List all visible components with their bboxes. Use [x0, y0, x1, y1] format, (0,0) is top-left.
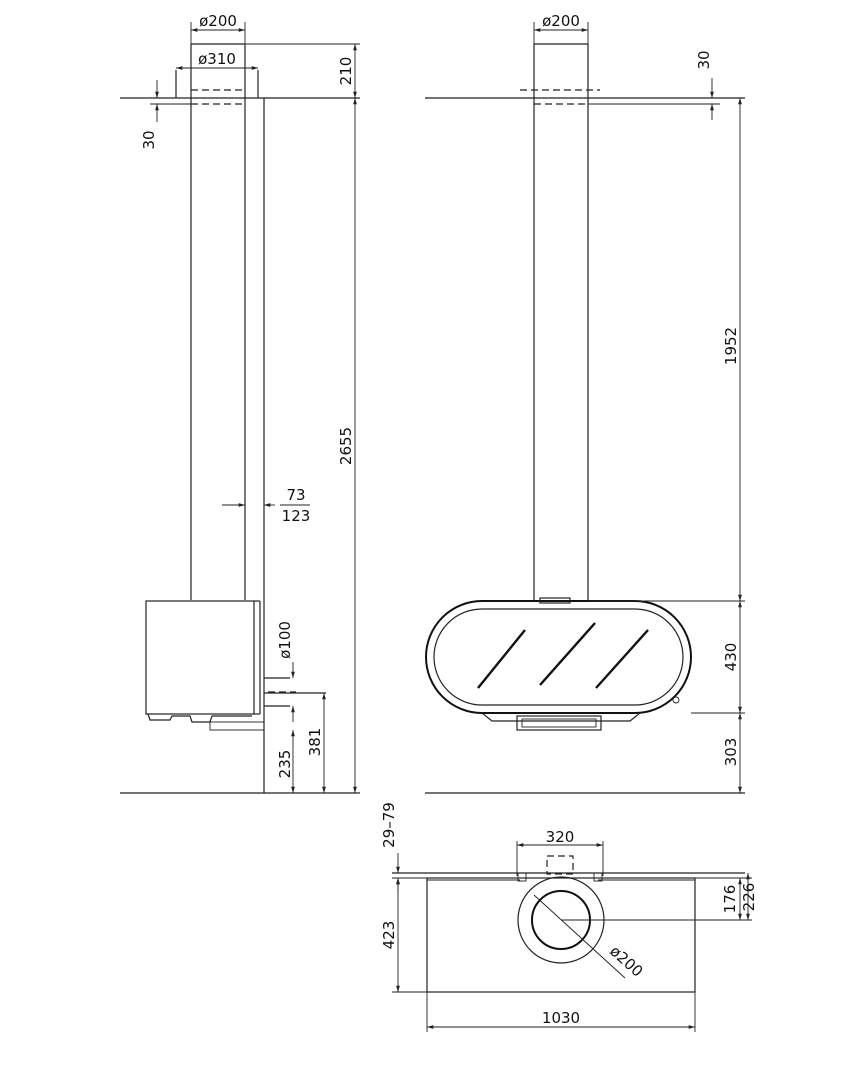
- side-dim-ceiling-gap: 30: [140, 80, 191, 150]
- side-flue-pipe: [190, 43, 246, 600]
- side-dim-wall-offset: 73 123: [222, 486, 310, 525]
- side-dim-outlet-lower: 235: [276, 730, 295, 793]
- glass-reflection-3: [595, 629, 649, 689]
- top-dim-total-width-label: 1030: [542, 1009, 580, 1027]
- front-dim-flue-diameter: ø200: [533, 12, 589, 44]
- glass-reflection-1: [477, 629, 526, 689]
- side-dim-collar-diameter: ø310: [176, 50, 258, 70]
- top-stove-body: [426, 877, 696, 993]
- front-dim-ceiling-gap-label: 30: [695, 50, 713, 69]
- top-dim-wall-gap-label: 29–79: [380, 802, 398, 848]
- top-dim-depth-label: 423: [380, 921, 398, 950]
- side-dim-total-height: 2655: [337, 98, 357, 793]
- top-dim-pipe-offset-outer: 226: [740, 883, 758, 912]
- front-dim-flue-length: 1952: [588, 98, 745, 602]
- side-dim-wall-offset-outer: 123: [282, 507, 311, 525]
- side-collar: [175, 70, 259, 98]
- side-dim-top-height-label: 210: [337, 57, 355, 86]
- side-dim-total-height-label: 2655: [337, 427, 355, 465]
- side-dim-ceiling-gap-label: 30: [140, 130, 158, 149]
- side-dim-top-height: 210: [245, 43, 360, 98]
- top-view: 320 29–79 423 176 226 ø200: [380, 802, 758, 1032]
- top-flue-pipe: [517, 876, 700, 979]
- side-stove-body: [145, 600, 326, 731]
- front-dim-ceiling-gap: 30: [588, 50, 720, 120]
- side-dim-outlet-upper: 381: [306, 693, 326, 793]
- side-dim-outlet-diameter-label: ø100: [276, 621, 294, 659]
- top-dim-bracket-width-label: 320: [546, 828, 575, 846]
- side-dim-outlet-diameter: ø100: [276, 621, 295, 722]
- glass-reflection-2: [539, 622, 596, 686]
- top-dim-depth: 423: [380, 878, 427, 993]
- side-view: ø200 ø310 210 30 2655: [120, 12, 360, 794]
- top-dim-total-width: 1030: [426, 992, 696, 1032]
- side-dim-flue-diameter-label: ø200: [199, 12, 237, 30]
- front-view: ø200 30 1952 430 303: [425, 12, 745, 794]
- side-dim-outlet-upper-label: 381: [306, 728, 324, 757]
- front-dim-body-height: 430: [691, 601, 745, 714]
- top-dim-pipe-diameter: ø200: [606, 942, 646, 981]
- front-stove-body: [425, 597, 692, 731]
- side-dim-outlet-lower-label: 235: [276, 750, 294, 779]
- front-dim-flue-length-label: 1952: [722, 327, 740, 365]
- side-dim-wall-offset-inner: 73: [286, 486, 305, 504]
- top-dim-wall-gap: 29–79: [380, 802, 427, 893]
- top-dim-bracket-width: 320: [517, 828, 603, 847]
- front-dim-floor-clearance: 303: [722, 713, 742, 793]
- top-wall-bracket: [516, 841, 604, 876]
- front-dim-body-height-label: 430: [722, 643, 740, 672]
- side-dim-collar-diameter-label: ø310: [198, 50, 236, 68]
- top-dim-pipe-offset: 176 226: [695, 873, 758, 921]
- side-dim-flue-diameter: ø200: [190, 12, 246, 44]
- front-dim-flue-diameter-label: ø200: [542, 12, 580, 30]
- front-dim-floor-clearance-label: 303: [722, 738, 740, 767]
- front-flue-pipe: [520, 43, 600, 601]
- top-dim-pipe-offset-inner: 176: [721, 885, 739, 914]
- top-dim-pipe-diameter-label: ø200: [606, 942, 646, 981]
